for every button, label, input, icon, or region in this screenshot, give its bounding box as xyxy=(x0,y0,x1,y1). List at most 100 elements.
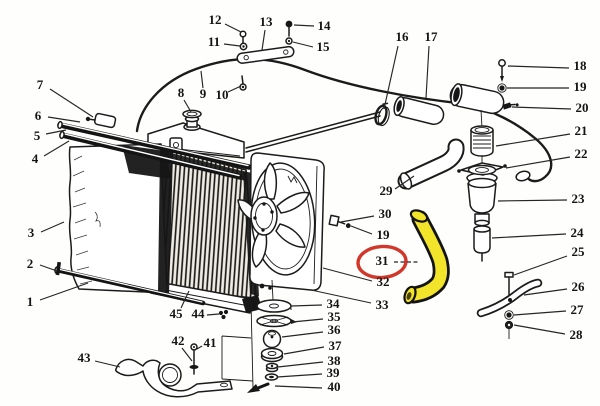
leader-line-10 xyxy=(227,85,242,93)
callout-label-18: 18 xyxy=(574,58,588,73)
grommet-36 xyxy=(262,329,282,349)
callout-label-8: 8 xyxy=(178,85,185,100)
callout-label-25: 25 xyxy=(572,244,586,259)
callout-label-27: 27 xyxy=(571,302,585,317)
callout-label-1: 1 xyxy=(27,294,34,309)
panel-hatching xyxy=(72,155,101,285)
callout-label-30: 30 xyxy=(379,206,392,221)
filler-cap xyxy=(182,109,202,119)
leader-line-21 xyxy=(495,133,571,147)
callout-label-19: 19 xyxy=(377,227,391,242)
leader-line-16 xyxy=(383,45,399,110)
top-bracket-assembly xyxy=(236,20,295,91)
leader-line-17 xyxy=(425,45,430,99)
callout-label-28: 28 xyxy=(570,327,584,342)
leader-line-15 xyxy=(292,41,314,48)
leader-line-7 xyxy=(49,88,94,118)
leader-line-13 xyxy=(261,29,266,51)
leader-line-35 xyxy=(291,318,324,323)
callout-label-31: 31 xyxy=(376,253,389,268)
callout-label-26: 26 xyxy=(572,279,586,294)
leader-line-43 xyxy=(94,360,121,368)
clip-20 xyxy=(502,102,519,110)
callout-label-32: 32 xyxy=(377,274,390,289)
callout-label-44: 44 xyxy=(192,306,206,321)
thermostat-assembly xyxy=(457,59,519,262)
leader-line-28 xyxy=(513,324,566,335)
leader-line-2 xyxy=(39,264,58,272)
thermostat-housing xyxy=(467,177,497,227)
leader-line-6 xyxy=(47,116,81,123)
nut-38 xyxy=(265,362,279,373)
washer-37 xyxy=(260,347,284,363)
leader-line-29 xyxy=(394,175,415,190)
callout-label-13: 13 xyxy=(260,14,274,29)
leader-line-33 xyxy=(310,289,372,304)
callout-label-37: 37 xyxy=(329,338,343,353)
leader-line-24 xyxy=(491,233,567,239)
leader-line-8 xyxy=(183,99,192,113)
lower-mount-stack xyxy=(218,279,297,393)
leader-line-19 xyxy=(350,225,373,235)
leader-line-20 xyxy=(511,106,572,110)
leader-line-39 xyxy=(276,373,323,378)
leader-line-25 xyxy=(513,255,568,276)
callout-label-2: 2 xyxy=(27,256,34,271)
hose-couplings xyxy=(374,83,505,127)
leader-line-22 xyxy=(505,156,571,169)
callout-label-38: 38 xyxy=(328,353,342,368)
leader-line-42 xyxy=(181,347,193,362)
callout-label-12: 12 xyxy=(209,12,222,27)
callout-label-42: 42 xyxy=(172,333,185,348)
retainer-pin xyxy=(55,261,62,276)
thermostat xyxy=(470,125,494,157)
leader-line-41 xyxy=(196,345,203,350)
callout-label-29: 29 xyxy=(380,183,394,198)
leader-line-26 xyxy=(523,288,568,296)
leader-line-32 xyxy=(322,267,373,282)
callout-label-41: 41 xyxy=(204,335,217,350)
callout-label-10: 10 xyxy=(216,87,229,102)
leader-line-12 xyxy=(224,23,242,33)
callout-label-24: 24 xyxy=(571,225,585,240)
rod-lower xyxy=(59,132,243,180)
callout-label-17: 17 xyxy=(425,29,439,44)
highlighted-hose-31 xyxy=(403,209,450,305)
callout-label-4: 4 xyxy=(32,151,39,166)
callout-label-40: 40 xyxy=(328,379,341,394)
bolt-14 xyxy=(285,20,293,28)
temperature-sensor xyxy=(473,225,491,262)
washer-19 xyxy=(499,85,505,91)
rod-bottom xyxy=(54,267,206,306)
bolt-40 xyxy=(247,382,270,393)
washer-27 xyxy=(506,312,512,318)
support-bracket xyxy=(115,343,233,398)
callout-label-20: 20 xyxy=(576,100,589,115)
callout-label-23: 23 xyxy=(572,191,586,206)
leader-line-30 xyxy=(340,215,375,223)
leader-line-3 xyxy=(40,221,65,233)
rod-upper xyxy=(57,122,252,170)
leader-line-36 xyxy=(281,331,324,338)
leader-line-5 xyxy=(45,129,67,135)
callout-label-5: 5 xyxy=(34,128,41,143)
callout-label-43: 43 xyxy=(78,350,92,365)
fan xyxy=(237,162,316,276)
fan-blades xyxy=(237,162,310,268)
callout-label-7: 7 xyxy=(37,77,44,92)
hose-section-upper xyxy=(393,96,445,125)
mounting-rods xyxy=(54,112,252,306)
leader-line-27 xyxy=(513,310,567,316)
mount-plate-34 xyxy=(256,299,292,313)
leader-line-38 xyxy=(277,361,324,368)
washer-39 xyxy=(264,373,279,381)
fan-bolt xyxy=(328,214,351,229)
callout-label-16: 16 xyxy=(396,29,410,44)
callout-label-14: 14 xyxy=(318,18,332,33)
callout-label-35: 35 xyxy=(328,309,342,324)
outlet-pipe xyxy=(245,111,381,153)
outlet-pipe-assembly xyxy=(476,271,543,339)
callout-label-15: 15 xyxy=(317,39,331,54)
mount-bracket-35 xyxy=(256,314,297,328)
